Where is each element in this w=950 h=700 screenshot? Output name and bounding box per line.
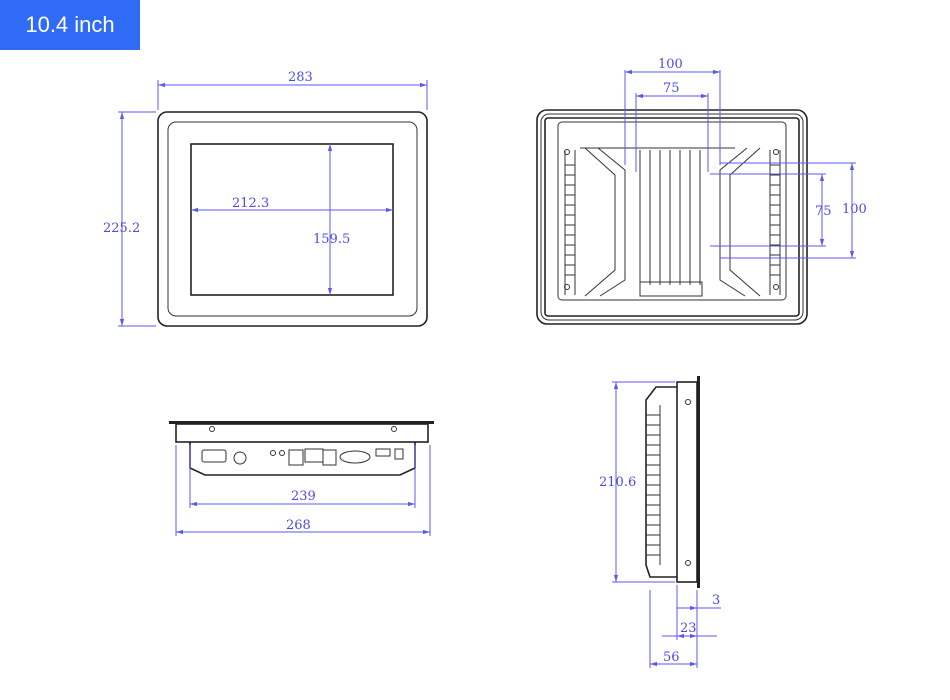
screen-width-label: 212.3 — [232, 196, 269, 211]
bottom-outer-width-label: 268 — [286, 518, 311, 533]
rear-view: 100 75 75 100 — [536, 57, 867, 325]
bezel-thickness-label: 3 — [712, 593, 720, 608]
bottom-inner-width-label: 239 — [291, 489, 316, 504]
front-width-label: 283 — [288, 70, 313, 85]
front-view: 283 225.2 212.3 159.5 — [103, 70, 428, 327]
body-depth-label: 23 — [680, 621, 697, 636]
side-view: 210.6 3 23 56 — [599, 376, 721, 668]
total-depth-label: 56 — [663, 650, 680, 665]
side-height-label: 210.6 — [599, 475, 636, 490]
vesa-inner-horizontal-label: 75 — [663, 81, 680, 96]
front-height-label: 225.2 — [103, 221, 140, 236]
title-badge: 10.4 inch — [0, 0, 140, 50]
vesa-outer-vertical-label: 100 — [842, 202, 867, 217]
vesa-outer-horizontal-label: 100 — [658, 57, 683, 72]
vesa-inner-vertical-label: 75 — [815, 204, 832, 219]
bottom-view: 239 268 — [169, 421, 434, 536]
screen-height-label: 159.5 — [313, 232, 350, 247]
